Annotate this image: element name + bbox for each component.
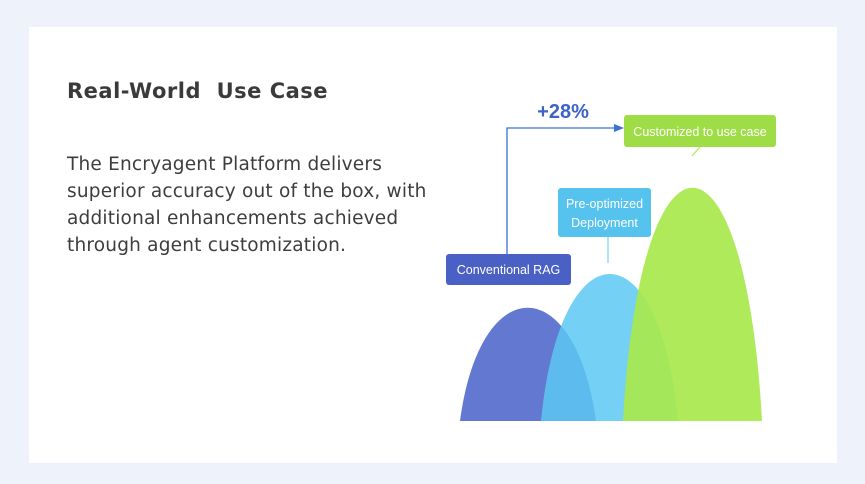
slide-title: Real-World Use Case <box>67 79 329 103</box>
label-customized: Customized to use case <box>633 125 766 139</box>
label-conventional-rag: Conventional RAG <box>457 263 561 277</box>
label-box-customized <box>624 115 776 147</box>
hill-customized <box>623 187 762 421</box>
label-box-pre-optimized <box>558 188 651 237</box>
improvement-arrow <box>506 127 616 254</box>
improvement-label: +28% <box>537 101 589 123</box>
slide-body-text: The Encryagent Platform delivers superio… <box>67 154 427 256</box>
connector-customized <box>691 146 701 157</box>
label-pre-optimized-line2: Deployment <box>571 216 638 230</box>
label-pre-optimized-line1: Pre-optimized <box>566 197 643 211</box>
label-box-conventional-rag <box>446 254 571 285</box>
arrow-head-icon <box>614 124 624 132</box>
